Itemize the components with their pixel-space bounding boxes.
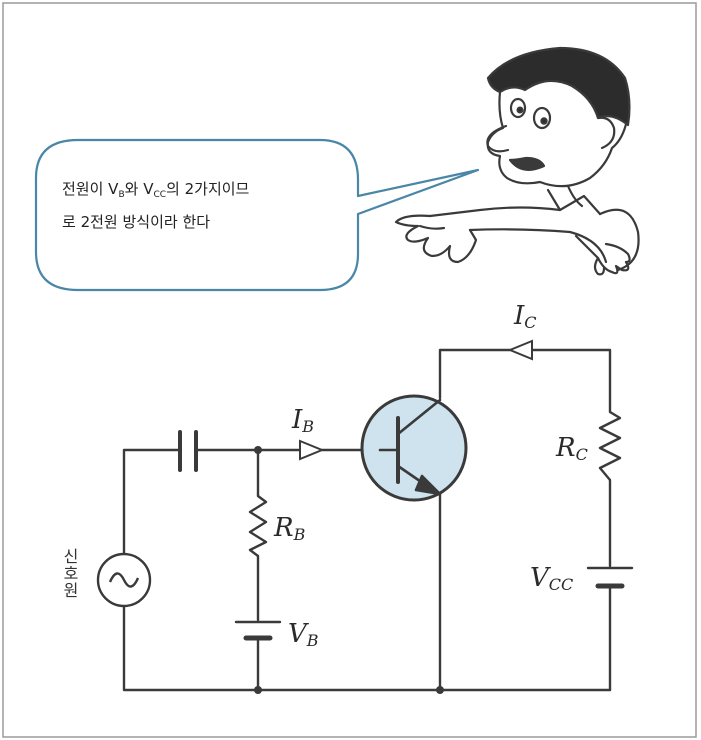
- man-mouth: [508, 156, 546, 171]
- circuit-wires: [122, 348, 612, 692]
- ib-arrow: [299, 439, 325, 461]
- speech-bubble-text: 전원이 VB와 VCC의 2가지이므 로 2전원 방식이라 한다: [62, 176, 342, 236]
- label-rc: RC: [555, 433, 588, 464]
- label-vcc: VCC: [530, 563, 573, 594]
- speech-line-2: 로 2전원 방식이라 한다: [62, 213, 211, 231]
- label-vb: VB: [288, 619, 319, 650]
- coupling-capacitor: [178, 430, 198, 472]
- signal-source: [96, 552, 152, 608]
- battery-vb: [234, 620, 282, 641]
- man-hair: [486, 46, 631, 127]
- man-left-eye: [509, 97, 527, 119]
- label-ic: IC: [513, 301, 537, 332]
- npn-transistor: [360, 394, 468, 502]
- speech-line-1: 전원이 VB와 VCC의 2가지이므: [62, 180, 250, 200]
- junction-dots: [254, 446, 444, 694]
- cartoon-man: [394, 46, 640, 276]
- ic-arrow: [507, 339, 533, 361]
- man-pointing-hand: [394, 214, 478, 264]
- man-right-eye: [532, 106, 552, 130]
- label-ib: IB: [291, 405, 314, 436]
- resistor-rc: [598, 410, 622, 481]
- resistor-rb: [248, 495, 268, 557]
- speech-bubble: [34, 138, 480, 292]
- label-rb: RB: [273, 513, 306, 544]
- signal-source-label: 신 호 원: [63, 547, 79, 600]
- battery-vcc: [586, 566, 634, 589]
- emitter-arrow: [414, 474, 442, 496]
